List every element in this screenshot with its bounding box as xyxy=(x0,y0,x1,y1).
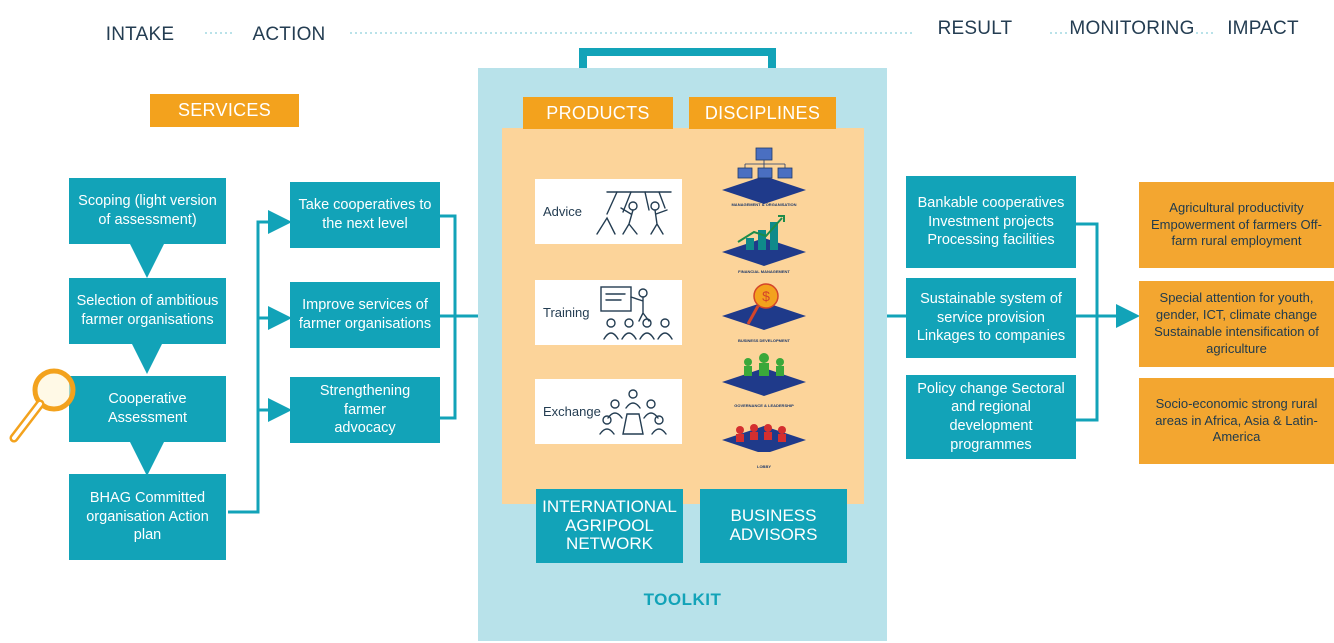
impact-socio-economic: Socio-economic strong rural areas in Afr… xyxy=(1139,378,1334,464)
service-next-level: Take cooperatives to the next level xyxy=(290,182,440,248)
stage-action: ACTION xyxy=(235,18,343,52)
training-icon xyxy=(600,285,673,340)
impact-special-attention: Special attention for youth, gender, ICT… xyxy=(1139,281,1334,367)
toolkit-label: TOOLKIT xyxy=(643,590,722,609)
product-exchange-label: Exchange xyxy=(543,404,601,419)
discipline-icons-bottom: $ xyxy=(722,283,806,452)
result-sustainable: Sustainable system of service provision … xyxy=(906,278,1076,358)
discipline-governance-caption: GOVERNANCE & LEADERSHIP xyxy=(734,403,794,408)
stage-impact: IMPACT xyxy=(1216,12,1310,46)
impact-productivity: Agricultural productivity Empowerment of… xyxy=(1139,182,1334,268)
service-improve: Improve services of farmer organisations xyxy=(290,282,440,348)
services-label: SERVICES xyxy=(150,94,299,127)
network-business-advisors: BUSINESS ADVISORS xyxy=(700,489,847,563)
network-agripool: INTERNATIONAL AGRIPOOL NETWORK xyxy=(536,489,683,563)
intake-step-assessment: Cooperative Assessment xyxy=(69,376,226,442)
advice-icon xyxy=(596,190,672,235)
products-label: PRODUCTS xyxy=(523,97,673,129)
discipline-lobby-caption: LOBBY xyxy=(757,464,771,469)
magnifier-icon xyxy=(9,368,76,443)
product-exchange-card: Exchange xyxy=(535,379,682,444)
service-advocacy: Strengthening farmer advocacy xyxy=(290,377,440,443)
result-bankable: Bankable cooperatives Investment project… xyxy=(906,176,1076,268)
intake-step-scoping: Scoping (light version of assessment) xyxy=(69,178,226,244)
discipline-management-caption: MANAGEMENT & ORGANISATION xyxy=(731,202,797,207)
product-training-label: Training xyxy=(543,305,590,320)
stage-result: RESULT xyxy=(914,12,1036,46)
intake-step-selection: Selection of ambitious farmer organisati… xyxy=(69,278,226,344)
product-training-card: Training xyxy=(535,280,682,345)
svg-text:$: $ xyxy=(762,288,770,304)
product-advice-card: Advice xyxy=(535,179,682,244)
discipline-icons-top xyxy=(722,147,806,266)
exchange-icon xyxy=(599,388,667,435)
disciplines-label: DISCIPLINES xyxy=(689,97,836,129)
intake-step-bhag: BHAG Committed organisation Action plan xyxy=(69,474,226,560)
product-advice-label: Advice xyxy=(543,204,583,219)
result-policy: Policy change Sectoral and regional deve… xyxy=(906,375,1076,459)
discipline-business-caption: BUSINESS DEVELOPMENT xyxy=(737,338,790,343)
discipline-financial-caption: FINANCIAL MANAGEMENT xyxy=(738,269,790,274)
stage-intake: INTAKE xyxy=(93,18,187,52)
stage-monitoring: MONITORING xyxy=(1068,12,1196,46)
